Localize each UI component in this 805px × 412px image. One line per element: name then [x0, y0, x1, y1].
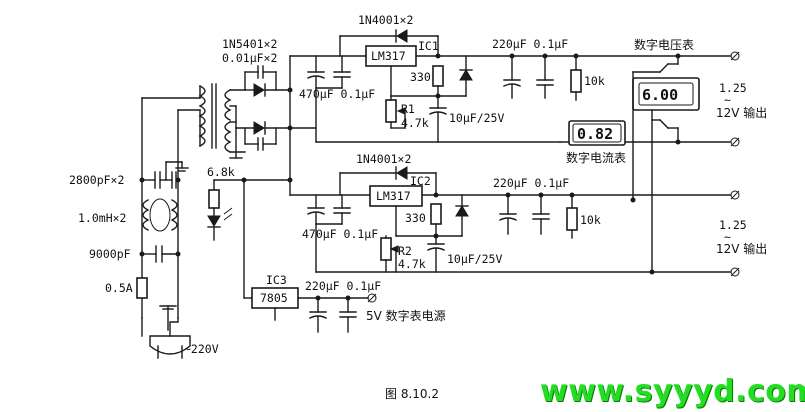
label-voltmeter: 数字电压表 — [634, 37, 694, 52]
label-c2800: 2800pF×2 — [69, 173, 124, 187]
label-ammeter: 数字电流表 — [566, 150, 626, 165]
label-input-caps-2: 470μF 0.1μF — [302, 227, 378, 241]
label-mains: ~220V — [184, 342, 219, 356]
label-out2-min: 1.25 — [719, 218, 747, 232]
label-r1: R1 — [401, 102, 415, 116]
current-meter-display: 0.82 — [577, 125, 613, 143]
voltage-meter-display: 6.00 — [642, 86, 678, 104]
label-out1-min: 1.25 — [719, 81, 747, 95]
label-r68k: 6.8k — [207, 165, 235, 179]
figure-caption: 图 8.10.2 — [385, 387, 439, 401]
label-r10k-1: 10k — [584, 74, 605, 88]
label-bridge-caps: 0.01μF×2 — [222, 51, 277, 65]
label-5v-meter-supply: 5V 数字表电源 — [366, 308, 446, 323]
label-input-caps-1: 470μF 0.1μF — [299, 87, 375, 101]
label-out2-tilde: ~ — [724, 230, 731, 244]
label-adj-cap-1: 10μF/25V — [449, 111, 504, 125]
label-r2: R2 — [398, 244, 412, 258]
label-c9000: 9000pF — [89, 247, 131, 261]
label-diodes-top: 1N4001×2 — [358, 13, 413, 27]
label-r2-value: 4.7k — [398, 257, 426, 271]
site-watermark: www.syyyd.com — [540, 374, 805, 409]
label-out1-tilde: ~ — [724, 93, 731, 107]
label-r330-1: 330 — [410, 70, 431, 84]
transformer — [198, 83, 232, 153]
label-7805: 7805 — [260, 291, 288, 305]
volt-meter-section: 6.00 — [630, 53, 700, 275]
label-lm317-ic1: LM317 — [371, 49, 406, 63]
label-bridge-diodes: 1N5401×2 — [222, 37, 277, 51]
lower-regulator-channel — [289, 166, 740, 277]
label-output-caps-1: 220μF 0.1μF — [492, 37, 568, 51]
label-ic1: IC1 — [418, 39, 439, 53]
label-r330-2: 330 — [405, 211, 426, 225]
label-inductor: 1.0mH×2 — [78, 211, 126, 225]
label-ic3: IC3 — [266, 273, 287, 287]
label-fuse: 0.5A — [105, 281, 133, 295]
mains-filter-section — [136, 97, 201, 359]
label-output-caps-2: 220μF 0.1μF — [493, 176, 569, 190]
component-labels: 1N4001×2 IC1 LM317 1N5401×2 0.01μF×2 470… — [69, 13, 767, 401]
label-output-caps-3: 220μF 0.1μF — [305, 279, 381, 293]
label-lm317-ic2: LM317 — [376, 189, 411, 203]
label-r10k-2: 10k — [580, 213, 601, 227]
label-out2-max: 12V 输出 — [716, 241, 767, 256]
label-ic2: IC2 — [410, 174, 431, 188]
bridge-rectifier — [229, 65, 293, 159]
label-r1-value: 4.7k — [401, 116, 429, 130]
label-adj-cap-2: 10μF/25V — [447, 252, 502, 266]
auxiliary-5v-supply — [207, 177, 377, 333]
upper-regulator-channel: 0.82 — [289, 29, 740, 196]
label-out1-max: 12V 输出 — [716, 105, 767, 120]
label-diodes-mid: 1N4001×2 — [356, 152, 411, 166]
